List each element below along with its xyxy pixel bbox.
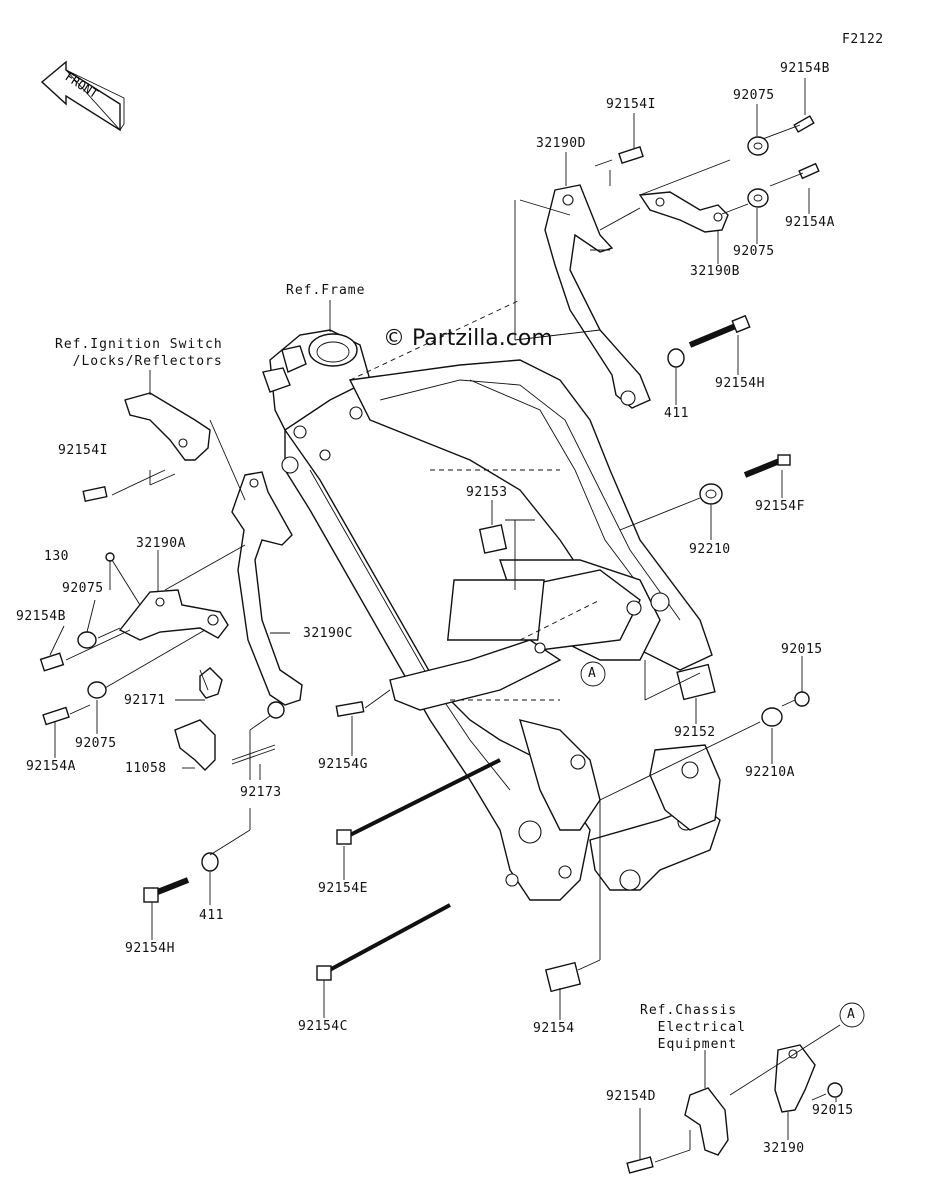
part-label[interactable]: 92210A xyxy=(745,765,795,780)
part-label[interactable]: 92154B xyxy=(16,609,66,624)
part-label[interactable]: 92154A xyxy=(785,215,835,230)
callout-a-low: A xyxy=(847,1007,856,1022)
part-label[interactable]: 92154F xyxy=(755,499,805,514)
part-label[interactable]: 92154E xyxy=(318,881,368,896)
part-label[interactable]: 92154I xyxy=(606,97,656,112)
main-frame xyxy=(262,329,721,901)
part-label[interactable]: 92015 xyxy=(812,1103,854,1118)
ref-frame: Ref.Frame xyxy=(286,283,366,298)
part-label[interactable]: 92075 xyxy=(62,581,104,596)
part-label[interactable]: 32190 xyxy=(763,1141,805,1156)
washer-411-low xyxy=(201,852,219,872)
part-label[interactable]: 32190C xyxy=(303,626,353,641)
bolt-92154i-left xyxy=(82,485,108,503)
alignment-lines xyxy=(65,159,841,1163)
collar-upper-stay xyxy=(267,701,285,719)
nut-92015-right xyxy=(794,691,810,707)
ref-ignition: Ref.Ignition Switch /Locks/Reflectors xyxy=(55,337,223,369)
bolt-130 xyxy=(105,552,115,562)
part-label[interactable]: 92075 xyxy=(733,88,775,103)
part-label[interactable]: 92154H xyxy=(125,941,175,956)
part-label[interactable]: 92173 xyxy=(240,785,282,800)
part-label[interactable]: 411 xyxy=(664,406,689,421)
part-label[interactable]: 92154H xyxy=(715,376,765,391)
washer-92075-mid xyxy=(747,188,769,208)
nut-92210 xyxy=(699,483,723,505)
washer-92075-left xyxy=(77,631,97,649)
bracket-chassis xyxy=(684,1087,729,1156)
bolt-92154a-left xyxy=(42,706,70,726)
bolt-92154f xyxy=(743,454,791,478)
bolt-92154h-low xyxy=(143,877,190,903)
part-label[interactable]: 32190B xyxy=(690,264,740,279)
part-label[interactable]: 11058 xyxy=(125,761,167,776)
part-label[interactable]: 92210 xyxy=(689,542,731,557)
bolt-92173 xyxy=(231,744,276,765)
bracket-32190b xyxy=(638,191,729,233)
bracket-ignition xyxy=(124,392,211,461)
long-bolt-92154c xyxy=(316,903,451,981)
watermark: © Partzilla.com xyxy=(383,326,553,351)
part-label[interactable]: 130 xyxy=(44,549,69,564)
ref-chassis: Ref.Chassis Electrical Equipment xyxy=(640,1003,746,1052)
collar-92154 xyxy=(544,961,582,993)
washer-92075-top xyxy=(747,136,769,156)
front-arrow-icon: FRONT xyxy=(40,60,125,132)
part-label[interactable]: 92171 xyxy=(124,693,166,708)
stay-32190c xyxy=(231,471,303,706)
part-label[interactable]: 92015 xyxy=(781,642,823,657)
washer-92075-low xyxy=(87,681,107,699)
nut-92015-low xyxy=(827,1082,843,1098)
washer-411-top xyxy=(667,348,685,368)
bracket-32190d xyxy=(544,184,651,409)
part-label[interactable]: 92154C xyxy=(298,1019,348,1034)
part-label[interactable]: 92154 xyxy=(533,1021,575,1036)
part-label[interactable]: 92154B xyxy=(780,61,830,76)
part-label[interactable]: 92075 xyxy=(75,736,117,751)
part-label[interactable]: 92152 xyxy=(674,725,716,740)
bracket-32190 xyxy=(774,1044,816,1113)
part-label[interactable]: 92154I xyxy=(58,443,108,458)
part-label[interactable]: 32190A xyxy=(136,536,186,551)
bracket-32190a xyxy=(118,589,229,641)
callout-a-circle-low xyxy=(839,1002,865,1028)
nut-92210a xyxy=(761,707,783,727)
part-label[interactable]: 32190D xyxy=(536,136,586,151)
bolt-92154i-top xyxy=(618,145,644,165)
bolt-92154b-left xyxy=(39,652,65,672)
bolt-92154g xyxy=(335,701,365,717)
part-label[interactable]: 411 xyxy=(199,908,224,923)
part-label[interactable]: 92075 xyxy=(733,244,775,259)
part-label[interactable]: 92154A xyxy=(26,759,76,774)
part-label[interactable]: 92154G xyxy=(318,757,368,772)
bolt-92154h-top xyxy=(688,314,751,348)
collar-92152 xyxy=(676,663,716,701)
part-label[interactable]: 92154D xyxy=(606,1089,656,1104)
bolt-92154a-top xyxy=(769,162,820,187)
figure-code: F2122 xyxy=(842,32,884,47)
leader-lines xyxy=(49,78,837,1160)
callout-a-frame: A xyxy=(588,666,597,681)
long-bolt-92154e xyxy=(336,758,501,845)
hidden-lines xyxy=(349,299,601,701)
bolt-92154d xyxy=(626,1156,654,1174)
bolt-92154b-top xyxy=(759,115,815,141)
collar-92153 xyxy=(478,524,508,554)
part-label[interactable]: 92153 xyxy=(466,485,508,500)
clamp-11058 xyxy=(174,667,223,771)
